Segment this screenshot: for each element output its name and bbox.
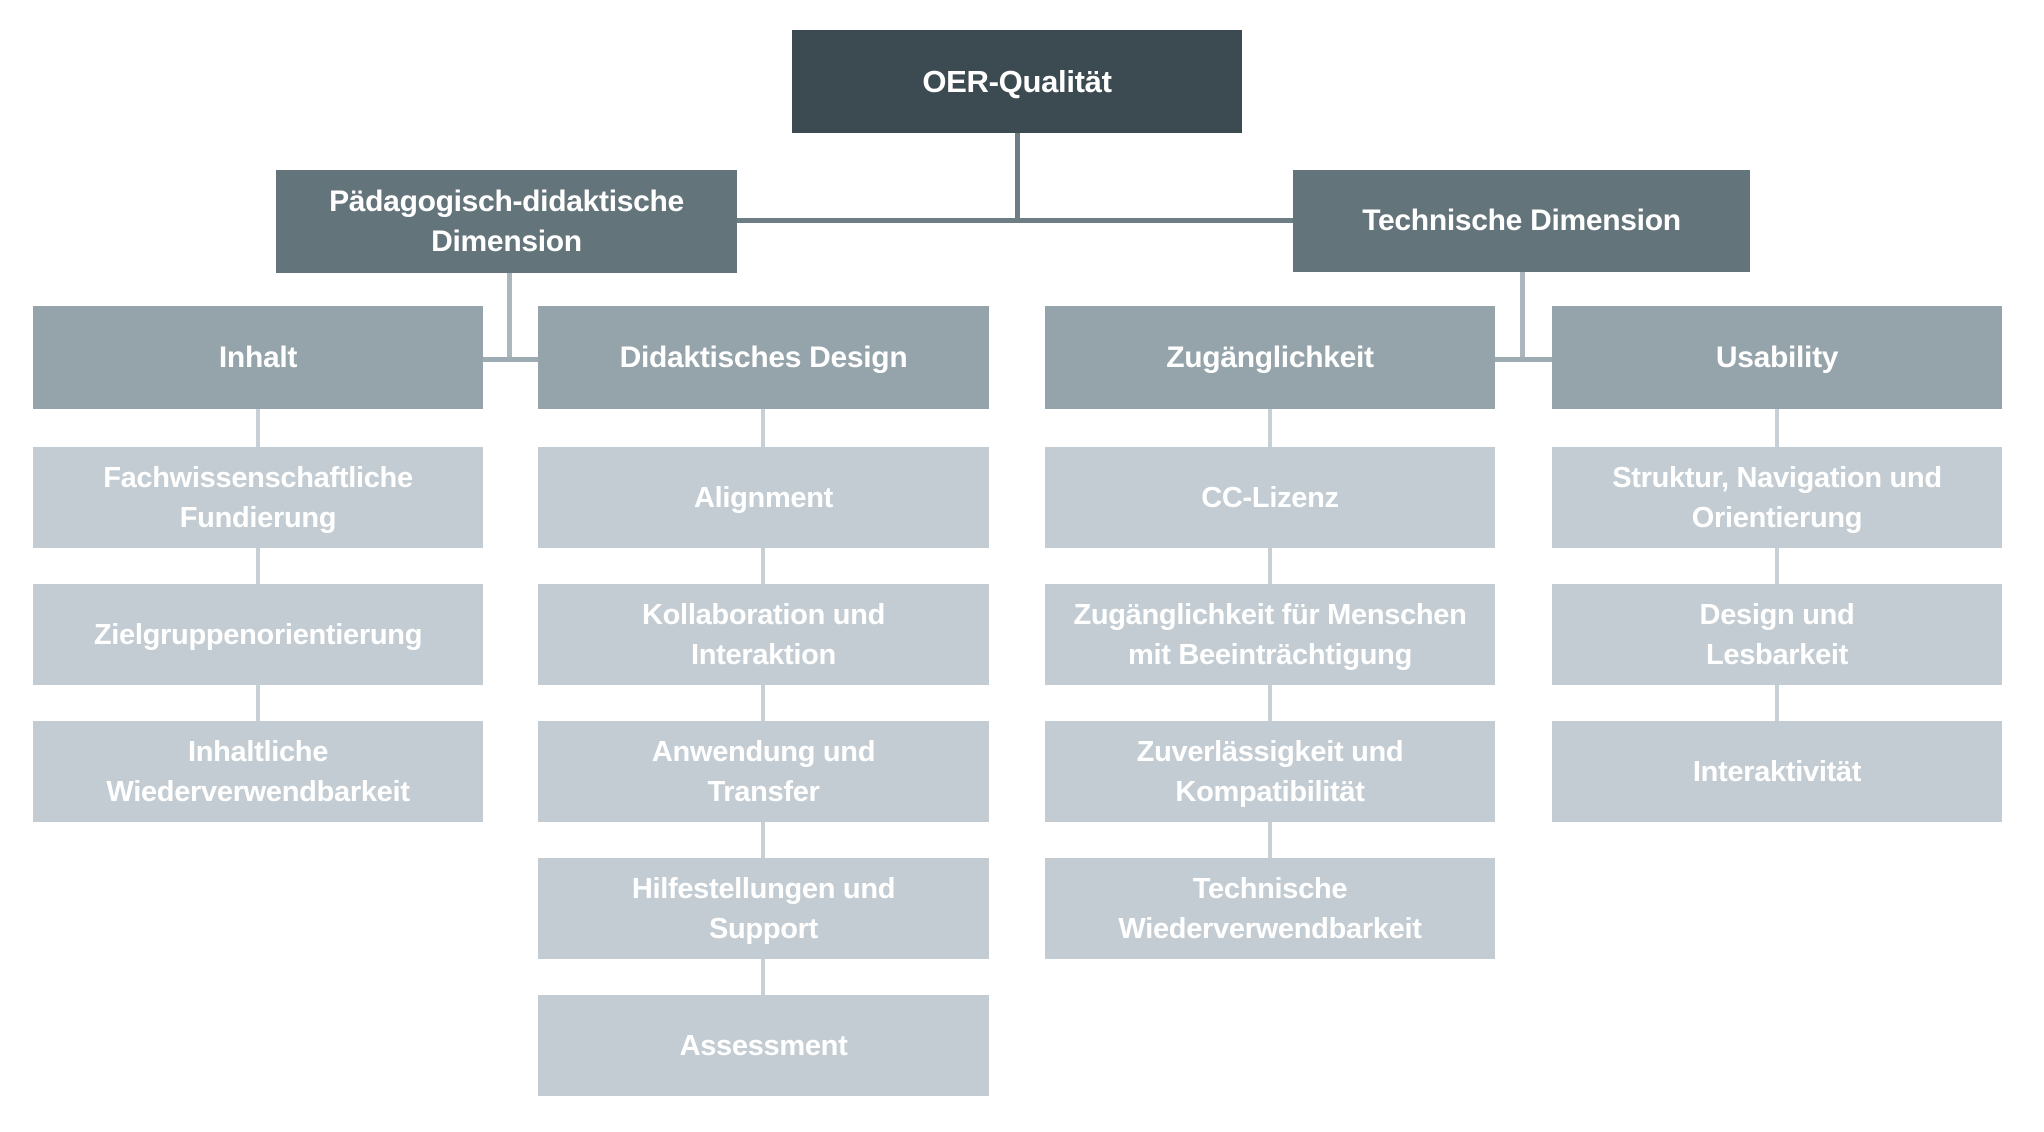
root-box-oer-qualitaet: OER-Qualität [792,30,1242,133]
connector-col1-seg [256,409,260,447]
item-box-technische-wiederverwendbarkeit: Technische Wiederverwendbarkeit [1045,858,1495,959]
item-box-hilfestellungen-und-support: Hilfestellungen und Support [538,858,989,959]
column-header-zugaenglichkeit: Zugänglichkeit [1045,306,1495,409]
item-box-assessment: Assessment [538,995,989,1096]
connector-dimensions-horizontal [737,218,1293,223]
connector-col4-seg [1775,548,1779,584]
connector-dim-right-vertical [1520,272,1525,360]
item-box-zielgruppenorientierung: Zielgruppenorientierung [33,584,483,685]
item-box-interaktivitaet: Interaktivität [1552,721,2002,822]
connector-col3-seg [1268,822,1272,858]
column-header-didaktisches-design: Didaktisches Design [538,306,989,409]
connector-col1-seg [256,685,260,721]
connector-dim-left-vertical [507,273,512,360]
item-box-inhaltliche-wiederverwendbarkeit: Inhaltliche Wiederverwendbarkeit [33,721,483,822]
connector-col4-seg [1775,409,1779,447]
item-box-cc-lizenz: CC-Lizenz [1045,447,1495,548]
column-header-usability: Usability [1552,306,2002,409]
item-box-zugaenglichkeit-fuer-menschen: Zugänglichkeit für Menschen mit Beeinträ… [1045,584,1495,685]
connector-col3-seg [1268,685,1272,721]
item-box-anwendung-und-transfer: Anwendung und Transfer [538,721,989,822]
item-box-kollaboration-und-interaktion: Kollaboration und Interaktion [538,584,989,685]
connector-col2-seg [761,822,765,858]
connector-dim-left-stub [483,357,538,362]
connector-col2-seg [761,409,765,447]
item-box-design-und-lesbarkeit: Design und Lesbarkeit [1552,584,2002,685]
item-box-zuverlaessigkeit-und-kompatibilitaet: Zuverlässigkeit und Kompatibilität [1045,721,1495,822]
connector-col4-seg [1775,685,1779,721]
connector-col2-seg [761,959,765,995]
connector-col3-seg [1268,409,1272,447]
dimension-box-technisch: Technische Dimension [1293,170,1750,272]
item-box-struktur-navigation-orientierung: Struktur, Navigation und Orientierung [1552,447,2002,548]
column-header-inhalt: Inhalt [33,306,483,409]
connector-col3-seg [1268,548,1272,584]
connector-col2-seg [761,685,765,721]
connector-col1-seg [256,548,260,584]
item-box-fachwissenschaftliche-fundierung: Fachwissenschaftliche Fundierung [33,447,483,548]
item-box-alignment: Alignment [538,447,989,548]
connector-col2-seg [761,548,765,584]
dimension-box-paedagogisch-didaktisch: Pädagogisch-didaktische Dimension [276,170,737,273]
connector-dim-right-stub [1495,357,1552,362]
connector-root-vertical [1015,133,1020,223]
